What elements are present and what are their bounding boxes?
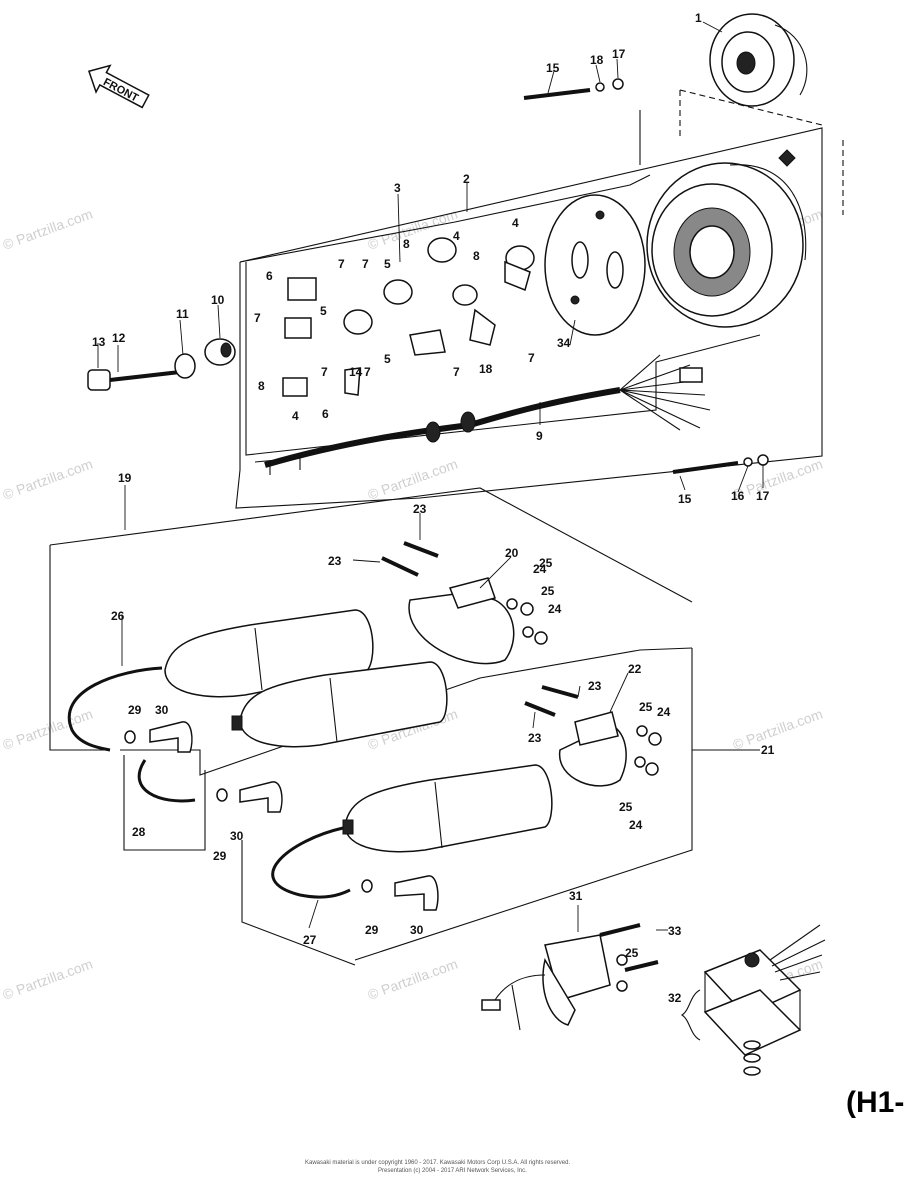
part-label: 17 bbox=[612, 47, 626, 61]
part-label: 4 bbox=[292, 409, 299, 423]
part-label: 28 bbox=[132, 825, 146, 839]
part-label: 32 bbox=[668, 991, 682, 1005]
part-label: 8 bbox=[473, 249, 480, 263]
part-label: 33 bbox=[668, 924, 682, 938]
part-label: 7 bbox=[321, 365, 328, 379]
regulator bbox=[680, 924, 826, 1076]
part-label: 25 bbox=[539, 556, 553, 570]
watermark: © Partzilla.com bbox=[1, 956, 95, 1003]
part-label: 13 bbox=[92, 335, 106, 349]
watermark: © Partzilla.com bbox=[366, 956, 460, 1003]
part-label: 21 bbox=[761, 743, 775, 757]
part-label: 25 bbox=[541, 584, 555, 598]
part-label: 23 bbox=[528, 731, 542, 745]
copyright-line: Kawasaki material is under copyright 196… bbox=[305, 1160, 570, 1166]
part-label: 19 bbox=[118, 471, 132, 485]
part-label: 25 bbox=[619, 800, 633, 814]
part-label: 24 bbox=[629, 818, 643, 832]
magneto-group-outline bbox=[235, 89, 844, 509]
rotor bbox=[709, 13, 808, 107]
rectifier bbox=[481, 923, 659, 1031]
part-label: 8 bbox=[403, 237, 410, 251]
part-label: 1 bbox=[695, 11, 702, 25]
part-label: 23 bbox=[328, 554, 342, 568]
part-number-labels: 1 2 3 4 4 4 5 5 5 6 6 7 7 7 7 7 7 7 8 8 … bbox=[92, 11, 775, 1005]
diagram-reference: (H1- bbox=[846, 1086, 904, 1119]
ignition-coils bbox=[164, 609, 553, 853]
part-label: 25 bbox=[639, 700, 653, 714]
wiring-harness bbox=[254, 354, 711, 475]
part-label: 14 bbox=[349, 365, 363, 379]
part-label: 23 bbox=[588, 679, 602, 693]
part-label: 30 bbox=[155, 703, 169, 717]
part-label: 20 bbox=[505, 546, 519, 560]
coil-brackets bbox=[408, 577, 627, 787]
part-label: 8 bbox=[258, 379, 265, 393]
part-label: 4 bbox=[512, 216, 519, 230]
part-label: 23 bbox=[413, 502, 427, 516]
part-label: 22 bbox=[628, 662, 642, 676]
leader-lines bbox=[97, 21, 764, 932]
part-label: 24 bbox=[657, 705, 671, 719]
part-label: 18 bbox=[590, 53, 604, 67]
part-label: 4 bbox=[453, 229, 460, 243]
part-label: 10 bbox=[211, 293, 225, 307]
part-label: 3 bbox=[394, 181, 401, 195]
plug-wires bbox=[67, 666, 439, 911]
part-label: 30 bbox=[410, 923, 424, 937]
part-label: 29 bbox=[128, 703, 142, 717]
part-label: 25 bbox=[625, 946, 639, 960]
part-label: 17 bbox=[756, 489, 770, 503]
part-label: 5 bbox=[320, 304, 327, 318]
part-label: 31 bbox=[569, 889, 583, 903]
bolts-and-nuts bbox=[381, 541, 662, 776]
part-label: 24 bbox=[548, 602, 562, 616]
part-label: 7 bbox=[453, 365, 460, 379]
watermark: © Partzilla.com bbox=[1, 456, 95, 503]
part-label: 16 bbox=[731, 489, 745, 503]
screw-assembly bbox=[87, 338, 236, 391]
part-label: 7 bbox=[528, 351, 535, 365]
stator-housing bbox=[646, 149, 807, 328]
part-label: 18 bbox=[479, 362, 493, 376]
part-label: 5 bbox=[384, 257, 391, 271]
part-label: 29 bbox=[213, 849, 227, 863]
part-label: 9 bbox=[536, 429, 543, 443]
part-label: 12 bbox=[112, 331, 126, 345]
part-label: 6 bbox=[266, 269, 273, 283]
part-label: 2 bbox=[463, 172, 470, 186]
part-label: 6 bbox=[322, 407, 329, 421]
part-label: 5 bbox=[384, 352, 391, 366]
part-label: 24 bbox=[533, 562, 547, 576]
watermark: © Partzilla.com bbox=[1, 706, 95, 753]
breaker-assemblies bbox=[282, 237, 535, 397]
watermark: © Partzilla.com bbox=[731, 706, 825, 753]
part-label: 7 bbox=[338, 257, 345, 271]
base-plate bbox=[544, 194, 646, 336]
front-arrow: FRONT bbox=[87, 64, 150, 109]
part-label: 11 bbox=[176, 307, 189, 321]
bolts-15 bbox=[523, 78, 769, 474]
part-label: 27 bbox=[303, 933, 317, 947]
part-label: 7 bbox=[254, 311, 261, 325]
part-label: 15 bbox=[546, 61, 560, 75]
copyright-line-2: Presentation (c) 2004 - 2017 ARI Network… bbox=[378, 1168, 527, 1174]
part-label: 7 bbox=[364, 365, 371, 379]
part-label: 29 bbox=[365, 923, 379, 937]
part-label: 34 bbox=[557, 336, 571, 350]
watermark: © Partzilla.com bbox=[1, 206, 95, 253]
part-label: 15 bbox=[678, 492, 692, 506]
part-label: 7 bbox=[362, 257, 369, 271]
part-label: 30 bbox=[230, 829, 244, 843]
part-label: 26 bbox=[111, 609, 125, 623]
